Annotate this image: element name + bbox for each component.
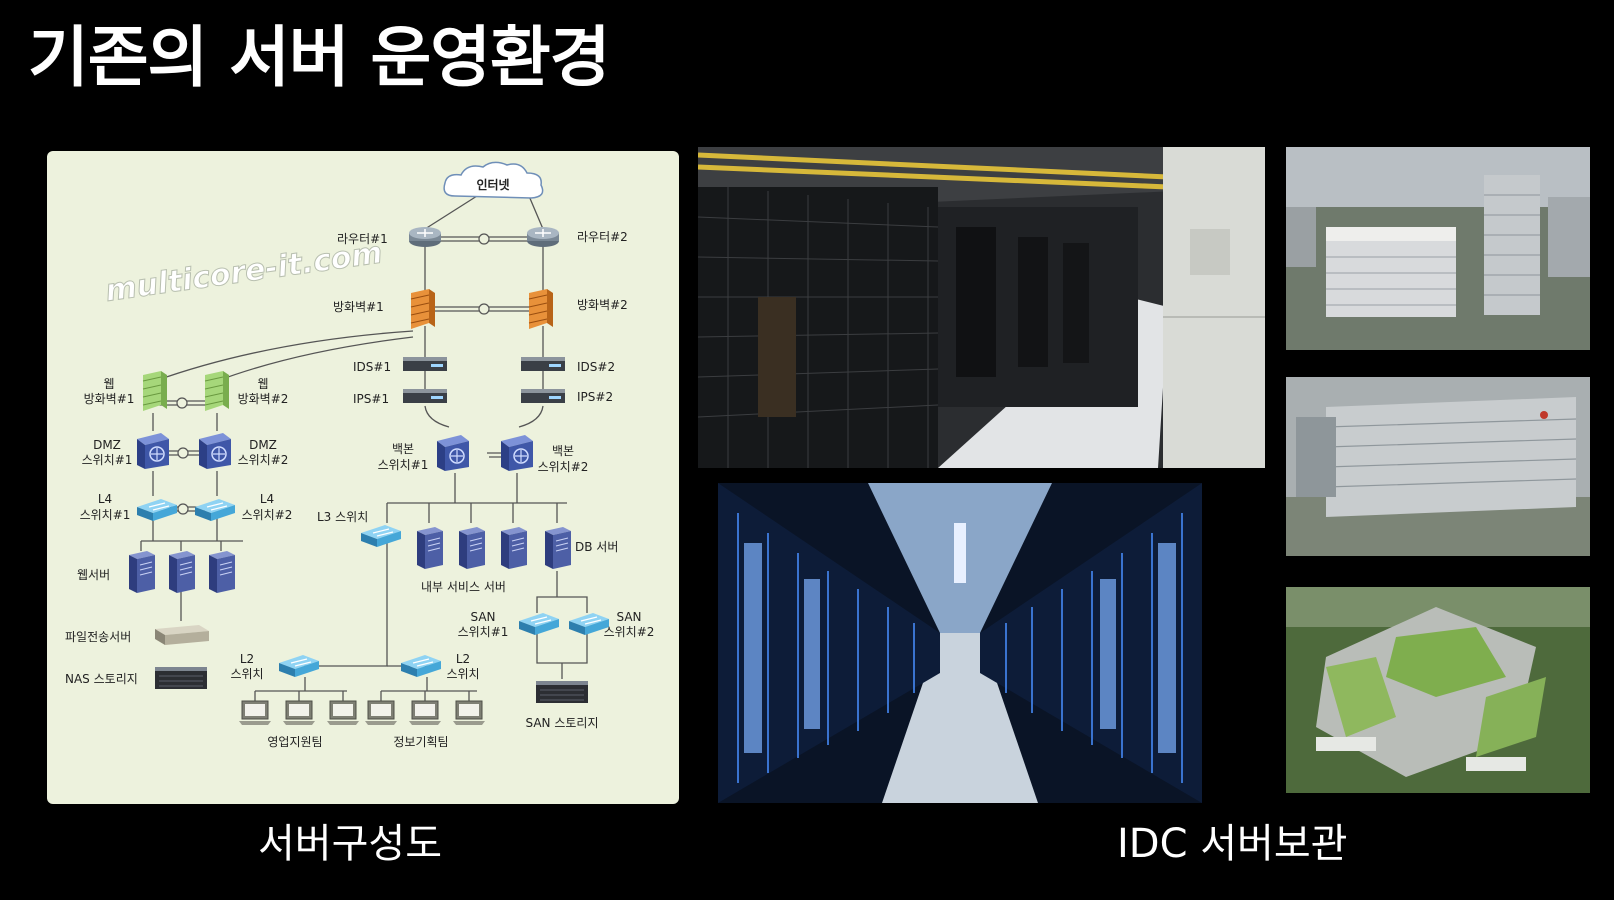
watermark: multicore-it.com: [103, 235, 384, 309]
planning-pc-2: [408, 700, 442, 726]
l2-switch-right-label-b: 스위치: [446, 667, 479, 681]
photo-idc-building-2: [1286, 377, 1590, 556]
backbone-switch-2-label-b: 스위치#2: [538, 460, 589, 474]
file-transfer-server-label: 파일전송서버: [65, 630, 131, 644]
internal-server-3: [500, 526, 528, 570]
dmz-switch-2-label-b: 스위치#2: [238, 453, 289, 467]
dmz-switch-2-label-a: DMZ: [249, 438, 277, 452]
dmz-switch-1: [136, 432, 170, 470]
sales-pc-1: [238, 700, 272, 726]
internal-server-label: 내부 서비스 서버: [421, 580, 506, 594]
l2-switch-right: [400, 654, 442, 678]
router-1-label: 라우터#1: [337, 232, 388, 246]
ips-1: [403, 389, 447, 403]
web-server-label: 웹서버: [77, 568, 110, 582]
sales-pc-2: [282, 700, 316, 726]
backbone-switch-1-label-b: 스위치#1: [378, 458, 429, 472]
l2-switch-right-label-a: L2: [456, 652, 470, 666]
web-firewall-2-label-a: 웹: [257, 377, 268, 391]
photo-idc-campus: [1286, 587, 1590, 793]
l4-switch-1-label-a: L4: [98, 492, 112, 506]
dmz-switch-1-label-b: 스위치#1: [82, 453, 133, 467]
dmz-switch-2: [198, 432, 232, 470]
web-server-1: [128, 550, 156, 594]
san-switch-2-label-a: SAN: [616, 610, 641, 624]
ids-2: [521, 357, 565, 371]
l4-switch-1: [136, 498, 178, 522]
web-firewall-2: [204, 370, 230, 412]
web-firewall-1-label-b: 방화벽#1: [84, 392, 135, 406]
san-switch-1-label-a: SAN: [470, 610, 495, 624]
db-server-label: DB 서버: [575, 540, 618, 554]
web-firewall-1: [142, 370, 168, 412]
photo-idc-building-1: [1286, 147, 1590, 350]
network-diagram-svg: multicore-it.com: [65, 161, 655, 749]
ids-2-label: IDS#2: [577, 360, 615, 374]
web-firewall-2-label-b: 방화벽#2: [238, 392, 289, 406]
san-switch-1-label-b: 스위치#1: [458, 625, 509, 639]
l4-switch-1-label-b: 스위치#1: [80, 508, 131, 522]
server-diagram: multicore-it.com: [47, 151, 679, 804]
router-2: [526, 226, 560, 248]
san-storage-label: SAN 스토리지: [525, 716, 598, 730]
firewall-1-label: 방화벽#1: [333, 300, 384, 314]
backbone-switch-1-label-a: 백본: [392, 442, 414, 456]
l2-switch-left: [278, 654, 320, 678]
l3-switch-label: L3 스위치: [317, 510, 368, 524]
internal-server-1: [416, 526, 444, 570]
firewall-2-label: 방화벽#2: [577, 298, 628, 312]
internet-label: 인터넷: [476, 177, 509, 192]
l4-switch-2: [194, 498, 236, 522]
dmz-switch-1-label-a: DMZ: [93, 438, 121, 452]
backbone-switch-2-label-a: 백본: [552, 444, 574, 458]
photo-server-aisle: [718, 483, 1202, 803]
l3-switch: [360, 524, 402, 548]
backbone-switch-1: [436, 434, 470, 472]
l2-switch-left-label-a: L2: [240, 652, 254, 666]
file-transfer-server: [155, 625, 209, 645]
internet-cloud: 인터넷: [443, 161, 544, 199]
l2-switch-left-label-b: 스위치: [230, 667, 263, 681]
planning-team-label: 정보기획팀: [393, 735, 448, 749]
firewall-1: [410, 288, 436, 330]
web-firewall-1-label-a: 웹: [103, 377, 114, 391]
idc-caption: IDC 서버보관: [1117, 821, 1348, 867]
photo-caged-racks: [698, 147, 1265, 468]
firewall-2: [528, 288, 554, 330]
planning-pc-3: [452, 700, 486, 726]
router-2-label: 라우터#2: [577, 230, 628, 244]
internal-server-2: [458, 526, 486, 570]
ids-1: [403, 357, 447, 371]
ips-1-label: IPS#1: [353, 392, 389, 406]
sales-pc-3: [326, 700, 360, 726]
planning-pc-1: [364, 700, 398, 726]
web-server-2: [168, 550, 196, 594]
san-switch-2-label-b: 스위치#2: [604, 625, 655, 639]
router-1: [408, 226, 442, 248]
web-server-3: [208, 550, 236, 594]
ips-2: [521, 389, 565, 403]
backbone-switch-2: [500, 434, 534, 472]
db-server: [544, 526, 572, 570]
l4-switch-2-label-b: 스위치#2: [242, 508, 293, 522]
nas-storage: [154, 666, 208, 690]
sales-team-label: 영업지원팀: [267, 735, 322, 749]
nas-storage-label: NAS 스토리지: [65, 672, 138, 686]
l4-switch-2-label-a: L4: [260, 492, 274, 506]
diagram-caption: 서버구성도: [258, 821, 442, 867]
san-storage: [535, 680, 589, 704]
san-switch-1: [518, 612, 560, 636]
slide-title: 기존의 서버 운영환경: [28, 19, 610, 96]
ips-2-label: IPS#2: [577, 390, 613, 404]
ids-1-label: IDS#1: [353, 360, 391, 374]
